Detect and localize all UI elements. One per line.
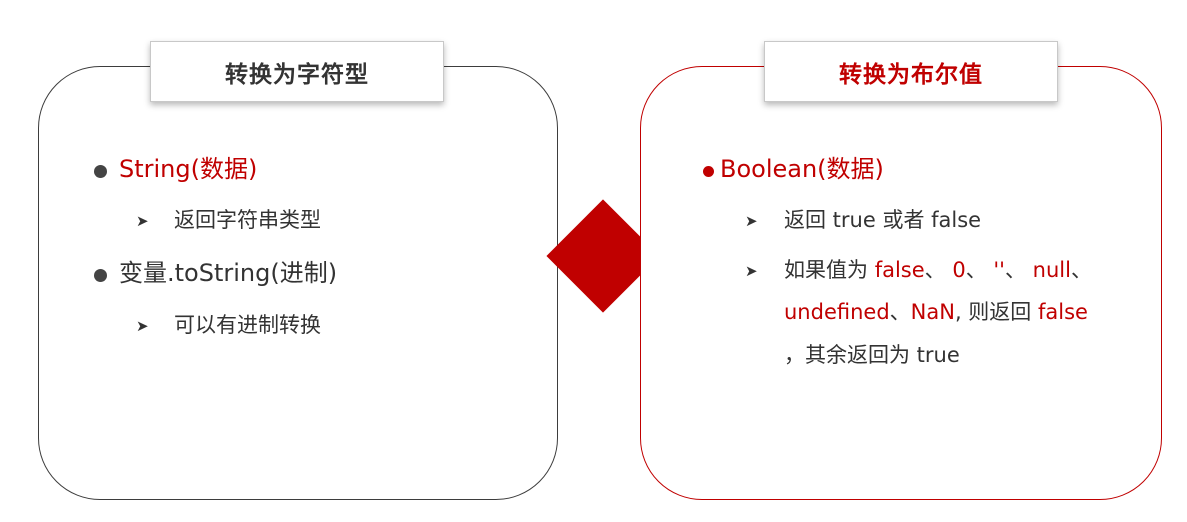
string-conversion-title: 转换为字符型 bbox=[150, 41, 444, 102]
chevron-right-icon: ➤ bbox=[136, 212, 149, 230]
falsy-value-false: false bbox=[874, 258, 925, 282]
chevron-right-icon: ➤ bbox=[745, 262, 758, 280]
boolean-function-label: Boolean(数据) bbox=[720, 155, 884, 183]
tostring-method-desc: 可以有进制转换 bbox=[174, 313, 321, 337]
falsy-values-line-1: 如果值为 false、 0、 ''、 null、 bbox=[784, 258, 1092, 283]
separator: 、 bbox=[1070, 258, 1092, 282]
bullet-dot-icon bbox=[94, 269, 107, 282]
boolean-return-desc: 返回 true 或者 false bbox=[784, 208, 982, 232]
return-false-value: false bbox=[1037, 300, 1088, 324]
falsy-value-nan: NaN bbox=[910, 300, 955, 324]
boolean-conversion-card bbox=[640, 66, 1162, 500]
separator: 、 bbox=[965, 258, 987, 282]
falsy-value-zero: 0 bbox=[952, 258, 966, 282]
falsy-values-line-3: ，其余返回为 true bbox=[784, 343, 960, 368]
falsy-prefix-text: 如果值为 bbox=[784, 258, 875, 282]
string-function-desc: 返回字符串类型 bbox=[174, 208, 321, 232]
string-conversion-card bbox=[38, 66, 558, 500]
string-function-label: String(数据) bbox=[119, 155, 258, 183]
string-conversion-title-text: 转换为字符型 bbox=[225, 61, 369, 88]
separator: 、 bbox=[1004, 258, 1026, 282]
boolean-conversion-title: 转换为布尔值 bbox=[764, 41, 1058, 102]
chevron-right-icon: ➤ bbox=[745, 212, 758, 230]
falsy-mid-text: , 则返回 bbox=[954, 300, 1038, 324]
tostring-method-label: 变量.toString(进制) bbox=[119, 259, 338, 287]
bullet-dot-icon bbox=[94, 165, 107, 178]
bullet-dot-icon bbox=[703, 166, 714, 177]
separator: 、 bbox=[924, 258, 946, 282]
falsy-values-line-2: undefined、NaN, 则返回 false bbox=[784, 300, 1088, 325]
falsy-value-null: null bbox=[1032, 258, 1071, 282]
otherwise-true-text: ，其余返回为 true bbox=[784, 343, 960, 367]
falsy-value-undefined: undefined bbox=[784, 300, 890, 324]
separator: 、 bbox=[889, 300, 911, 324]
boolean-conversion-title-text: 转换为布尔值 bbox=[839, 61, 983, 88]
chevron-right-icon: ➤ bbox=[136, 317, 149, 335]
falsy-value-empty-string: '' bbox=[993, 258, 1005, 282]
